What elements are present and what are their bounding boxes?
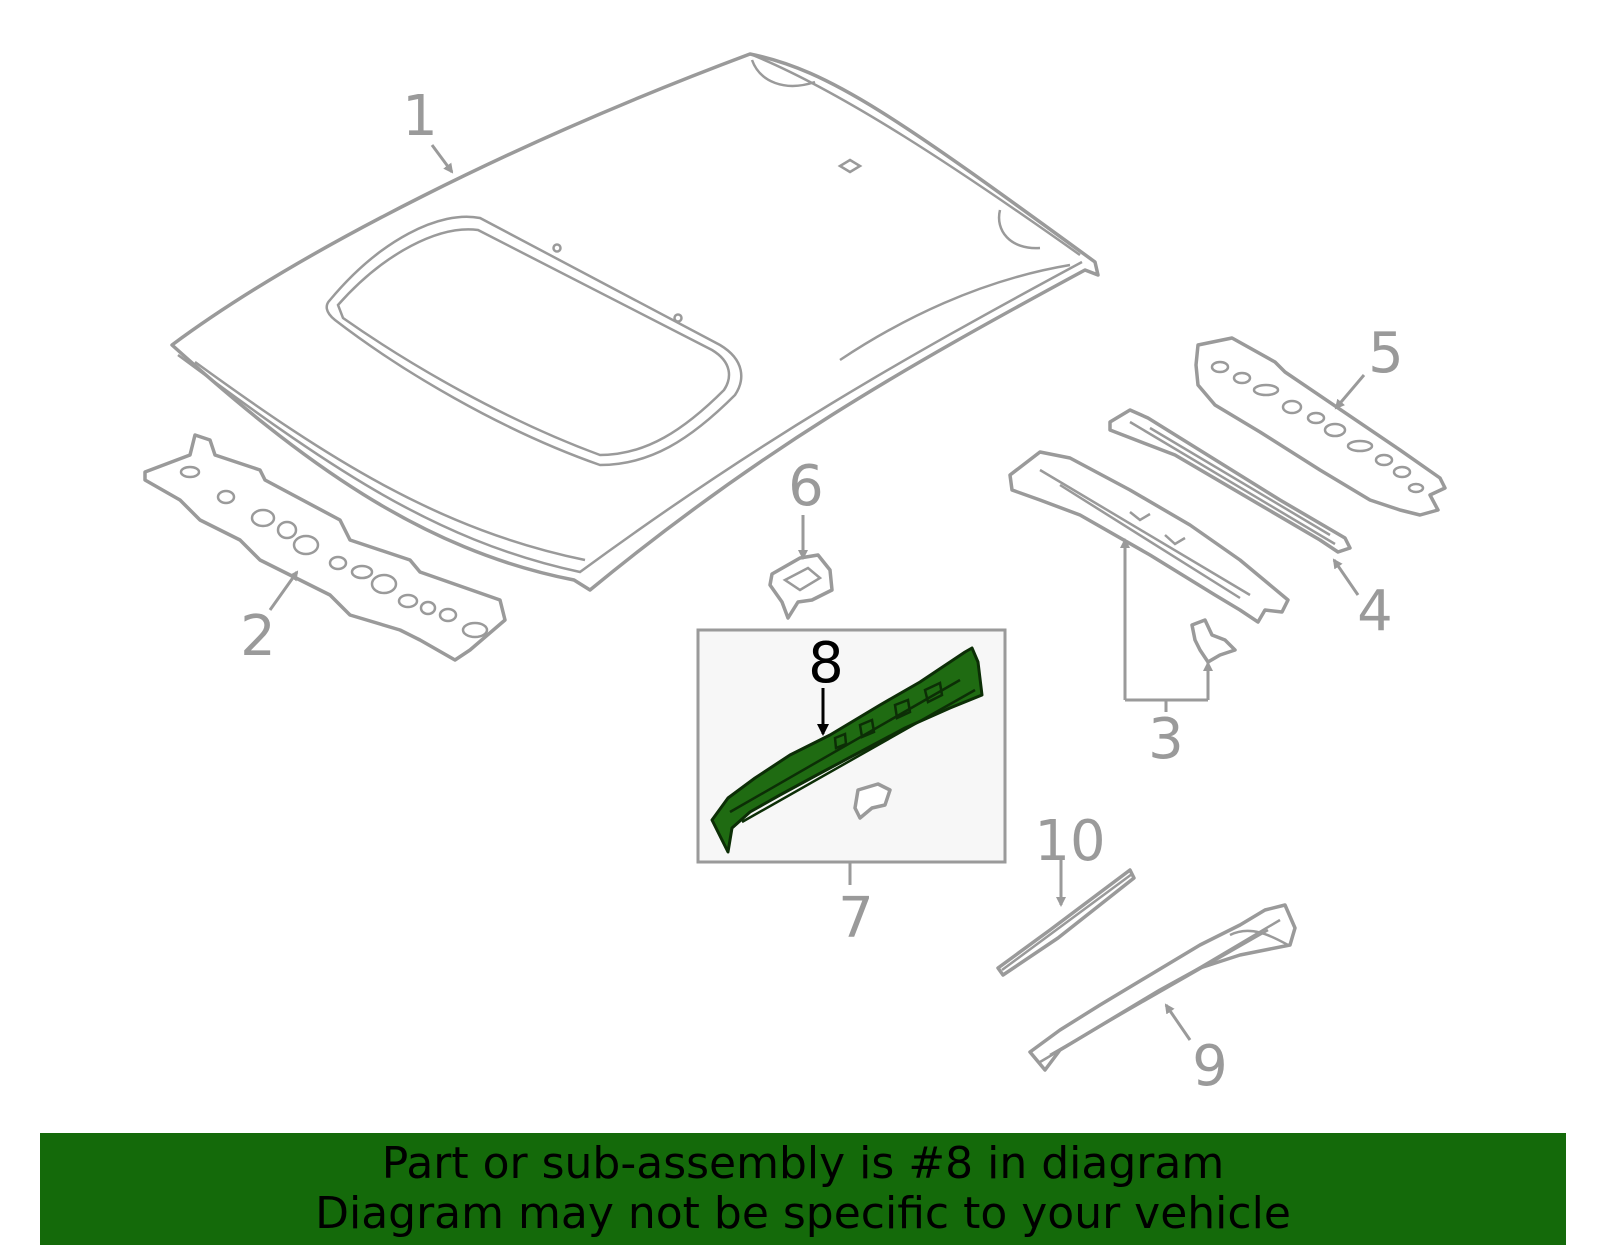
small-bracket (1190, 618, 1237, 664)
callout-2: 2 (240, 604, 276, 669)
callout-3: 3 (1148, 707, 1184, 772)
rear-header-panel (1194, 336, 1447, 517)
info-banner: Part or sub-assembly is #8 in diagram Di… (40, 1133, 1566, 1245)
callout-4: 4 (1357, 579, 1393, 644)
highlighted-part-8[interactable] (710, 646, 984, 854)
roof-bow (1108, 408, 1352, 554)
callout-5: 5 (1368, 321, 1404, 386)
roof-molding (996, 868, 1136, 977)
roof-panel (170, 52, 1100, 592)
roof-bracket (768, 553, 834, 620)
front-roof-rail (143, 433, 507, 662)
callout-10: 10 (1034, 809, 1105, 874)
callout-1: 1 (402, 84, 438, 149)
callout-9: 9 (1192, 1034, 1228, 1099)
callout-6: 6 (788, 454, 824, 519)
callout-8: 8 (808, 631, 844, 696)
banner-line-2: Diagram may not be specific to your vehi… (315, 1188, 1291, 1239)
banner-line-1: Part or sub-assembly is #8 in diagram (381, 1138, 1225, 1189)
roof-reinforcement (1008, 450, 1290, 624)
callout-7: 7 (838, 886, 874, 951)
side-roof-rail (1028, 903, 1297, 1072)
inset-small-bracket (853, 782, 892, 820)
